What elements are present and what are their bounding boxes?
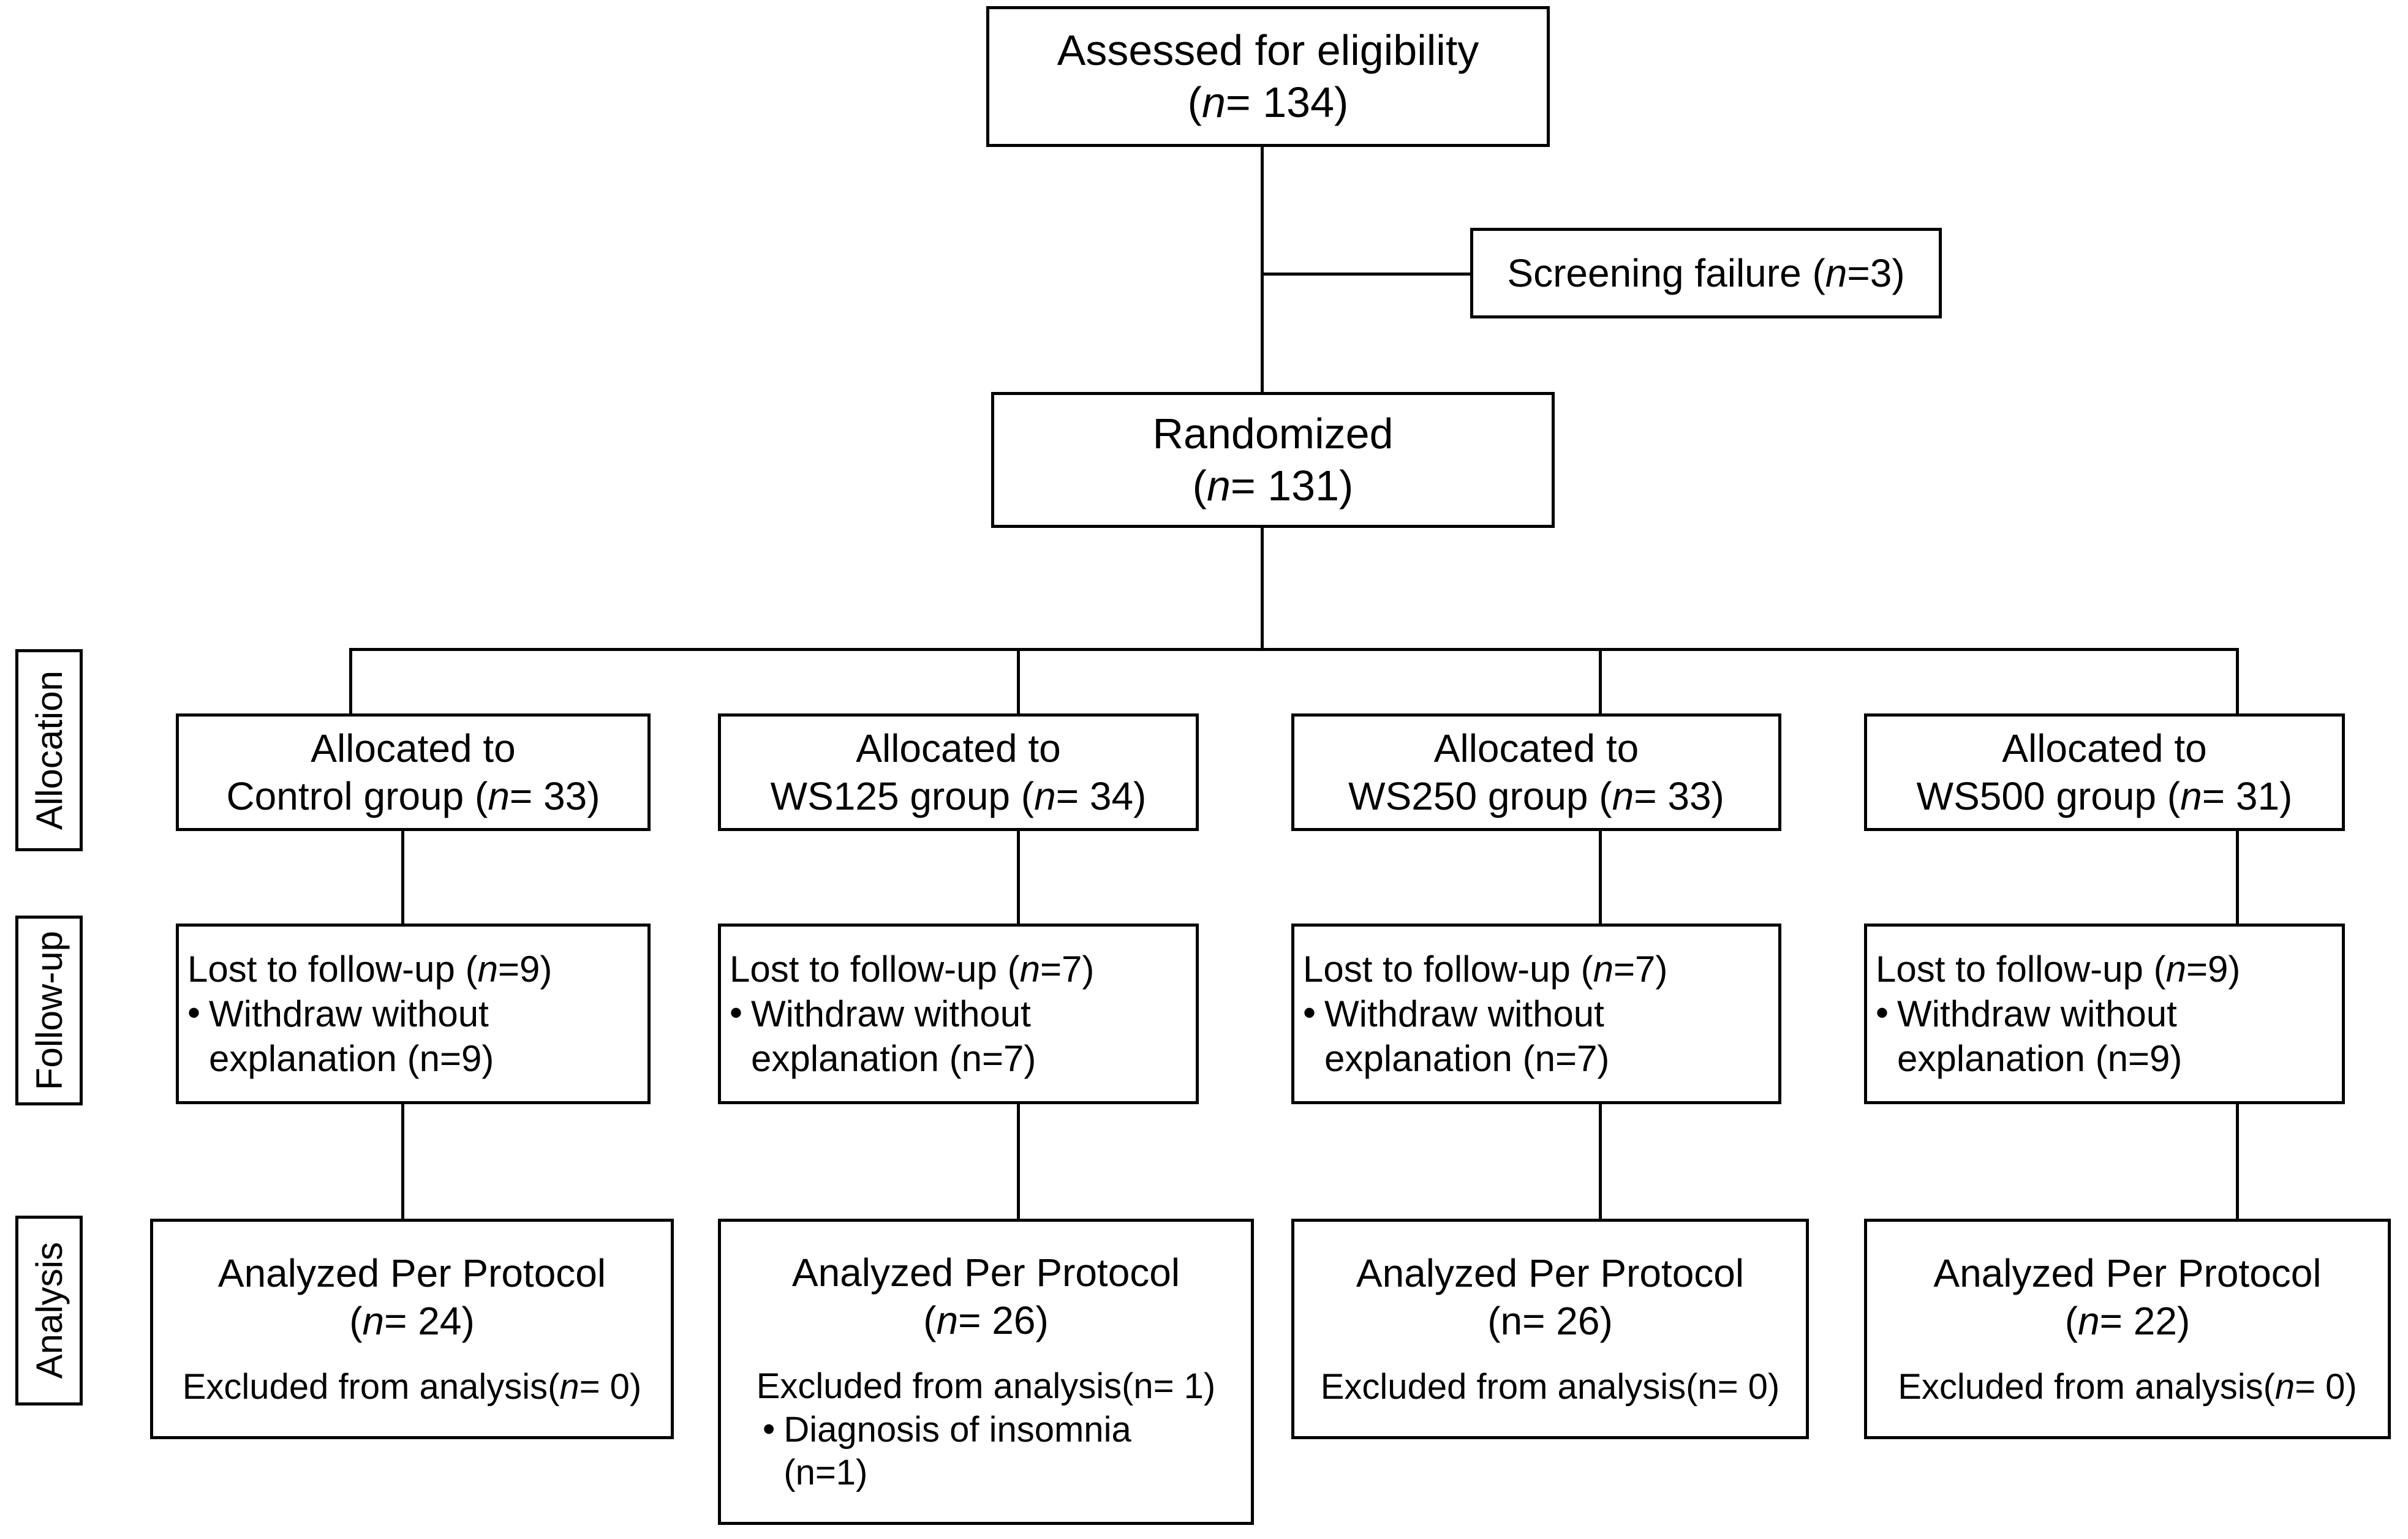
followup-ws125-lost: Lost to follow-up (n=7) bbox=[730, 948, 1095, 990]
followup-control-reason-l2: explanation (n=9) bbox=[209, 1038, 494, 1080]
allocation-ws500-line2: WS500 group (n= 31) bbox=[1916, 774, 2293, 818]
allocation-box-ws500: Allocated to WS500 group (n= 31) bbox=[1864, 713, 2345, 831]
analysis-ws125-count: (n= 26) bbox=[923, 1298, 1049, 1342]
analysis-ws500-title: Analyzed Per Protocol bbox=[1933, 1251, 2322, 1295]
followup-ws500-lost: Lost to follow-up (n=9) bbox=[1876, 948, 2241, 990]
followup-box-ws250: Lost to follow-up (n=7) • Withdraw witho… bbox=[1291, 924, 1781, 1104]
bullet-icon: • bbox=[730, 992, 743, 1033]
connector-ws500-followup-to-analysis bbox=[2236, 1102, 2239, 1222]
connector-ws500-alloc-to-followup bbox=[2236, 830, 2239, 925]
followup-ws125-reason-l2: explanation (n=7) bbox=[751, 1038, 1036, 1080]
allocation-ws500-line1: Allocated to bbox=[2002, 726, 2207, 770]
allocation-ws250-line1: Allocated to bbox=[1433, 726, 1639, 770]
allocation-ws125-line1: Allocated to bbox=[856, 726, 1061, 770]
analysis-control-count: (n= 24) bbox=[349, 1298, 475, 1343]
allocation-control-line1: Allocated to bbox=[311, 726, 516, 770]
connector-ws125-followup-to-analysis bbox=[1017, 1102, 1020, 1222]
analysis-ws125-extra-l2: (n=1) bbox=[783, 1453, 868, 1493]
allocation-box-control: Allocated to Control group (n= 33) bbox=[176, 713, 651, 831]
followup-ws500-reason-l2: explanation (n=9) bbox=[1897, 1038, 2183, 1080]
analysis-ws250-spacer bbox=[1303, 1345, 1797, 1366]
assessed-label: Assessed for eligibility bbox=[1057, 26, 1479, 74]
screening-failure-box: Screening failure (n=3) bbox=[1470, 228, 1942, 318]
analysis-ws500-spacer bbox=[1876, 1345, 2379, 1366]
followup-ws500-reason: • Withdraw without explanation (n=9) bbox=[1876, 992, 2333, 1081]
connector-ws250-alloc-to-followup bbox=[1599, 830, 1602, 925]
followup-box-ws500: Lost to follow-up (n=9) • Withdraw witho… bbox=[1864, 924, 2345, 1104]
followup-control-reason: • Withdraw without explanation (n=9) bbox=[187, 992, 639, 1081]
connector-assessed-to-randomized bbox=[1261, 144, 1264, 407]
randomized-box: Randomized (n= 131) bbox=[991, 392, 1555, 528]
analysis-box-ws500: Analyzed Per Protocol (n= 22) Excluded f… bbox=[1864, 1219, 2391, 1439]
followup-box-control: Lost to follow-up (n=9) • Withdraw witho… bbox=[176, 924, 651, 1104]
connector-control-followup-to-analysis bbox=[401, 1102, 404, 1222]
analysis-ws125-excluded: Excluded from analysis(n= 1) bbox=[756, 1366, 1216, 1406]
connector-ws250-followup-to-analysis bbox=[1599, 1102, 1602, 1222]
stage-label-allocation: Allocation bbox=[15, 649, 83, 851]
analysis-box-ws125: Analyzed Per Protocol (n= 26) Excluded f… bbox=[718, 1219, 1254, 1525]
followup-ws500-reason-l1: Withdraw without bbox=[1897, 993, 2177, 1034]
drop-line-ws125 bbox=[1017, 648, 1020, 715]
analysis-ws125-extra-l1: Diagnosis of insomnia bbox=[783, 1409, 1131, 1450]
bullet-icon: • bbox=[763, 1409, 776, 1449]
stage-label-allocation-text: Allocation bbox=[28, 670, 70, 830]
analysis-ws250-title: Analyzed Per Protocol bbox=[1356, 1251, 1745, 1295]
analysis-control-title: Analyzed Per Protocol bbox=[217, 1251, 606, 1295]
stage-label-analysis: Analysis bbox=[15, 1216, 83, 1405]
followup-box-ws125: Lost to follow-up (n=7) • Withdraw witho… bbox=[718, 924, 1199, 1104]
assessed-for-eligibility-box: Assessed for eligibility (n= 134) bbox=[986, 6, 1550, 147]
stage-label-analysis-text: Analysis bbox=[28, 1242, 70, 1379]
randomized-count: (n= 131) bbox=[1192, 462, 1354, 510]
stage-label-followup: Follow-up bbox=[15, 916, 83, 1105]
allocation-box-ws125: Allocated to WS125 group (n= 34) bbox=[718, 713, 1199, 831]
bullet-icon: • bbox=[187, 992, 201, 1033]
analysis-ws125-spacer bbox=[730, 1344, 1242, 1365]
analysis-box-control: Analyzed Per Protocol (n= 24) Excluded f… bbox=[150, 1219, 674, 1439]
analysis-ws500-count: (n= 22) bbox=[2064, 1298, 2191, 1343]
drop-line-ws250 bbox=[1599, 648, 1602, 715]
connector-randomized-to-allocation-bar bbox=[1261, 527, 1264, 649]
allocation-ws250-line2: WS250 group (n= 33) bbox=[1348, 774, 1724, 818]
drop-line-control bbox=[349, 648, 352, 715]
analysis-box-ws250: Analyzed Per Protocol (n= 26) Excluded f… bbox=[1291, 1219, 1809, 1439]
stage-label-followup-text: Follow-up bbox=[28, 930, 70, 1091]
allocation-control-line2: Control group (n= 33) bbox=[226, 774, 600, 818]
analysis-ws125-title: Analyzed Per Protocol bbox=[791, 1250, 1180, 1295]
analysis-ws125-extra-reason: • Diagnosis of insomnia (n=1) bbox=[730, 1409, 1242, 1496]
bullet-icon: • bbox=[1303, 992, 1316, 1033]
assessed-count: (n= 134) bbox=[1187, 78, 1349, 126]
connector-ws125-alloc-to-followup bbox=[1017, 830, 1020, 925]
analysis-ws250-count: (n= 26) bbox=[1487, 1298, 1613, 1343]
analysis-control-excluded: Excluded from analysis(n= 0) bbox=[182, 1366, 642, 1407]
analysis-ws500-excluded: Excluded from analysis(n= 0) bbox=[1898, 1366, 2357, 1407]
drop-line-ws500 bbox=[2236, 648, 2239, 715]
connector-screening-failure-branch bbox=[1261, 273, 1474, 276]
allocation-distribution-bar bbox=[349, 648, 2239, 651]
followup-control-lost: Lost to follow-up (n=9) bbox=[187, 948, 553, 990]
screening-failure-label: Screening failure (n=3) bbox=[1507, 250, 1905, 295]
bullet-icon: • bbox=[1876, 992, 1889, 1033]
analysis-ws250-excluded: Excluded from analysis(n= 0) bbox=[1320, 1366, 1780, 1407]
allocation-box-ws250: Allocated to WS250 group (n= 33) bbox=[1291, 713, 1781, 831]
followup-ws250-lost: Lost to follow-up (n=7) bbox=[1303, 948, 1668, 990]
analysis-control-spacer bbox=[162, 1345, 662, 1366]
followup-ws250-reason-l2: explanation (n=7) bbox=[1324, 1038, 1610, 1080]
allocation-ws125-line2: WS125 group (n= 34) bbox=[770, 774, 1147, 818]
followup-ws250-reason: • Withdraw without explanation (n=7) bbox=[1303, 992, 1770, 1081]
followup-control-reason-l1: Withdraw without bbox=[209, 993, 489, 1034]
followup-ws250-reason-l1: Withdraw without bbox=[1324, 993, 1604, 1034]
followup-ws125-reason: • Withdraw without explanation (n=7) bbox=[730, 992, 1187, 1081]
followup-ws125-reason-l1: Withdraw without bbox=[751, 993, 1031, 1034]
connector-control-alloc-to-followup bbox=[401, 830, 404, 925]
randomized-label: Randomized bbox=[1152, 409, 1394, 457]
